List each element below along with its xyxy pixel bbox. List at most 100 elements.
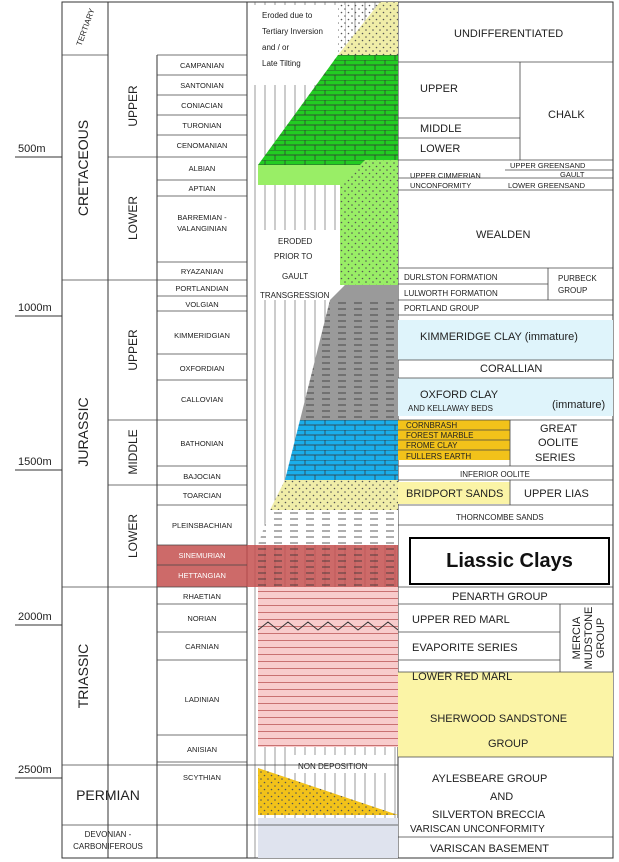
stage-santonian: SANTONIAN xyxy=(180,81,224,90)
unit-upper-red-marl: UPPER RED MARL xyxy=(412,614,510,626)
unit-thorncombe-sands: THORNCOMBE SANDS xyxy=(456,513,544,522)
unit-evaporite-series: EVAPORITE SERIES xyxy=(412,642,518,654)
stage-barremian: BARREMIAN - xyxy=(177,213,227,222)
unit-series: SERIES xyxy=(535,452,575,464)
stage-portlandian: PORTLANDIAN xyxy=(175,284,228,293)
unit-silverton: SILVERTON BRECCIA xyxy=(432,809,546,821)
unit-oxford-immature: (immature) xyxy=(552,399,605,411)
unit-undifferentiated: UNDIFFERENTIATED xyxy=(454,28,563,40)
unit-aylesbeare: AYLESBEARE GROUP xyxy=(432,773,547,785)
unit-great: GREAT xyxy=(540,423,577,435)
unit-and: AND xyxy=(490,791,513,803)
stage-kimmeridgian: KIMMERIDGIAN xyxy=(174,331,230,340)
stage-oxfordian: OXFORDIAN xyxy=(180,364,225,373)
stage-scythian: SCYTHIAN xyxy=(183,773,221,782)
unit-inferior-oolite: INFERIOR OOLITE xyxy=(460,470,530,479)
note-non-deposition: NON DEPOSITION xyxy=(298,762,368,771)
stage-anisian: ANISIAN xyxy=(187,745,217,754)
stage-bajocian: BAJOCIAN xyxy=(183,472,221,481)
note-tertiary-inversion: Tertiary Inversion xyxy=(262,27,323,36)
unit-forest-marble: FOREST MARBLE xyxy=(406,431,473,440)
depth-1500: 1500m xyxy=(18,456,52,468)
unit-cornbrash: CORNBRASH xyxy=(406,421,457,430)
depth-2000: 2000m xyxy=(18,611,52,623)
unit-purbeck-group: GROUP xyxy=(558,286,587,295)
system-jurassic: JURASSIC xyxy=(75,397,91,466)
stage-pleinsbachian: PLEINSBACHIAN xyxy=(172,521,232,530)
unit-variscan-basement: VARISCAN BASEMENT xyxy=(430,843,549,855)
stage-toarcian: TOARCIAN xyxy=(183,491,222,500)
unit-durlston: DURLSTON FORMATION xyxy=(404,273,498,282)
depth-2500: 2500m xyxy=(18,764,52,776)
stage-albian: ALBIAN xyxy=(189,164,216,173)
stage-valanginian: VALANGINIAN xyxy=(177,224,227,233)
stage-coniacian: CONIACIAN xyxy=(181,101,223,110)
note-eroded-due-to: Eroded due to xyxy=(262,11,313,20)
unit-kellaway-beds: AND KELLAWAY BEDS xyxy=(408,404,493,413)
unit-upper-lias: UPPER LIAS xyxy=(524,488,589,500)
system-permian: PERMIAN xyxy=(76,787,140,803)
system-devonian: DEVONIAN - xyxy=(85,830,132,839)
note-transgression: TRANSGRESSION xyxy=(260,291,330,300)
unit-mercia: MERCIA xyxy=(571,616,583,659)
unit-bridport-sands: BRIDPORT SANDS xyxy=(406,488,503,500)
stage-ryazanian: RYAZANIAN xyxy=(181,267,223,276)
unit-wealden: WEALDEN xyxy=(476,229,530,241)
note-eroded: ERODED xyxy=(278,237,312,246)
unit-mudstone: MUDSTONE xyxy=(583,607,595,670)
unit-chalk-middle: MIDDLE xyxy=(420,123,462,135)
unit-kimmeridge-clay: KIMMERIDGE CLAY (immature) xyxy=(420,331,578,343)
stage-campanian: CAMPANIAN xyxy=(180,61,224,70)
system-carboniferous: CARBONIFEROUS xyxy=(73,842,143,851)
unit-lulworth: LULWORTH FORMATION xyxy=(404,289,498,298)
unit-upper-cimmerian: UPPER CIMMERIAN xyxy=(410,171,481,180)
stage-callovian: CALLOVIAN xyxy=(181,395,223,404)
unit-corallian: CORALLIAN xyxy=(480,363,542,375)
stage-carnian: CARNIAN xyxy=(185,642,219,651)
system-triassic: TRIASSIC xyxy=(75,644,91,709)
note-gault: GAULT xyxy=(282,272,308,281)
series-jur-lower: LOWER xyxy=(126,514,140,558)
unit-oolite: OOLITE xyxy=(538,437,578,449)
stage-sinemurian: SINEMURIAN xyxy=(178,551,225,560)
series-cret-lower: LOWER xyxy=(126,196,140,240)
basement-band xyxy=(258,818,398,858)
unit-frome-clay: FROME CLAY xyxy=(406,441,458,450)
unit-penarth-group: PENARTH GROUP xyxy=(452,591,548,603)
depth-1000: 1000m xyxy=(18,302,52,314)
unit-unconformity: UNCONFORMITY xyxy=(410,181,471,190)
unit-fullers-earth: FULLERS EARTH xyxy=(406,452,471,461)
unit-chalk: CHALK xyxy=(548,109,585,121)
unit-mercia-group: GROUP xyxy=(595,618,607,658)
liassic-clays-callout: Liassic Clays xyxy=(409,537,610,585)
series-cret-upper: UPPER xyxy=(126,85,140,127)
stage-volgian: VOLGIAN xyxy=(185,300,218,309)
unit-portland-group: PORTLAND GROUP xyxy=(404,304,479,313)
unit-chalk-lower: LOWER xyxy=(420,143,460,155)
unit-oxford-clay: OXFORD CLAY xyxy=(420,389,499,401)
stage-turonian: TURONIAN xyxy=(182,121,221,130)
stage-hettangian: HETTANGIAN xyxy=(178,571,226,580)
unit-sherwood-group: GROUP xyxy=(488,738,528,750)
stage-norian: NORIAN xyxy=(187,614,216,623)
stage-ladinian: LADINIAN xyxy=(185,695,220,704)
unit-chalk-upper: UPPER xyxy=(420,83,458,95)
note-prior-to: PRIOR TO xyxy=(274,252,312,261)
unit-variscan-unconformity: VARISCAN UNCONFORMITY xyxy=(410,824,545,835)
stage-rhaetian: RHAETIAN xyxy=(183,592,221,601)
unit-sherwood-sandstone: SHERWOOD SANDSTONE xyxy=(430,713,567,725)
unit-gault: GAULT xyxy=(560,170,585,179)
stage-cenomanian: CENOMANIAN xyxy=(177,141,228,150)
note-late-tilting: Late Tilting xyxy=(262,59,301,68)
unit-upper-greensand: UPPER GREENSAND xyxy=(510,161,586,170)
series-jur-middle: MIDDLE xyxy=(126,429,140,474)
note-and-or: and / or xyxy=(262,43,289,52)
stage-bathonian: BATHONIAN xyxy=(180,439,223,448)
unit-lower-red-marl: LOWER RED MARL xyxy=(412,671,512,683)
stage-aptian: APTIAN xyxy=(188,184,215,193)
depth-500: 500m xyxy=(18,143,46,155)
series-jur-upper: UPPER xyxy=(126,329,140,371)
unit-lower-greensand: LOWER GREENSAND xyxy=(508,181,586,190)
unit-purbeck: PURBECK xyxy=(558,274,597,283)
